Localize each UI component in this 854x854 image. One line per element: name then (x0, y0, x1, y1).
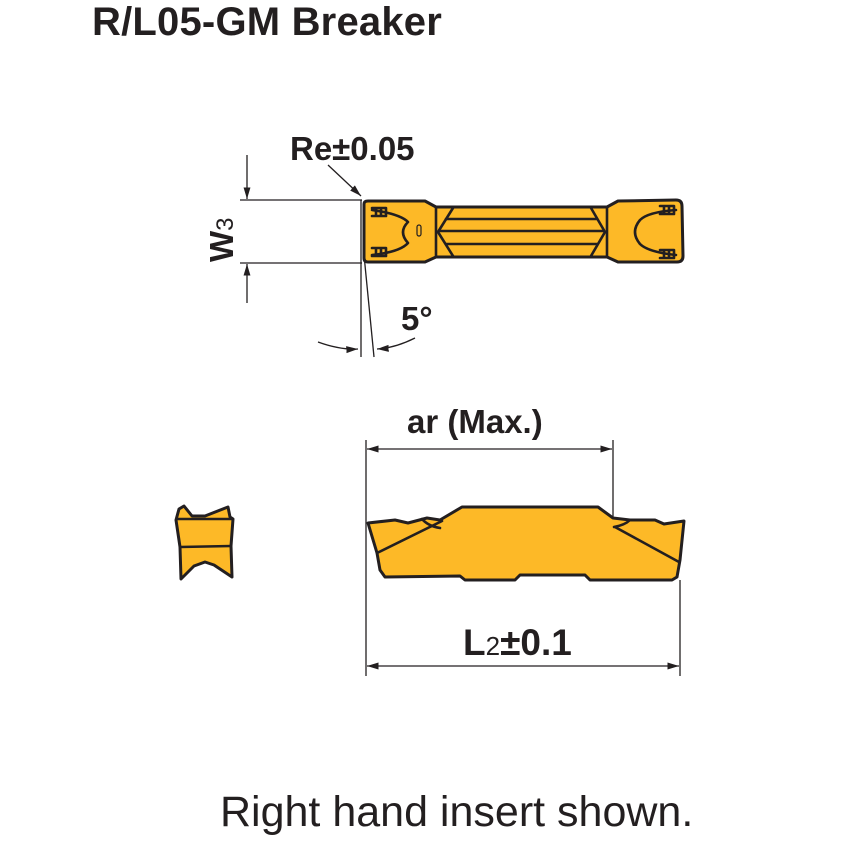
side-view (174, 504, 235, 581)
diagram-title: R/L05-GM Breaker (92, 0, 442, 44)
chip-curl-left (420, 517, 442, 530)
chip-breaker-right (633, 208, 678, 257)
w3-label: W3 (203, 217, 240, 262)
ar-label: ar (Max.) (407, 403, 543, 440)
radius-label: Re±0.05 (290, 130, 415, 167)
insert-front-view (366, 505, 686, 582)
angle-clearance-line (363, 254, 375, 358)
top-view: Re±0.05 W3 5° (203, 130, 685, 358)
footer-note: Right hand insert shown. (220, 788, 694, 836)
insert-chevron (436, 206, 455, 258)
insert-mark (416, 224, 422, 237)
chip-breaker-dots-right (658, 204, 676, 260)
side-view-edge (178, 544, 233, 549)
angle-arrow-right (376, 337, 416, 352)
chip-curl-right (612, 518, 632, 529)
radius-leader-arrow (327, 164, 362, 197)
angle-label: 5° (401, 300, 433, 337)
l2-label: L2±0.1 (463, 622, 572, 663)
chip-breaker-left (370, 208, 410, 257)
insert-side-view (174, 504, 235, 581)
insert-chevron (589, 206, 607, 258)
front-view: ar (Max.) L2±0.1 (365, 403, 686, 676)
chip-breaker-dots-left (370, 206, 388, 258)
rake-face-right (613, 525, 681, 564)
angle-arrow-left (317, 341, 359, 354)
